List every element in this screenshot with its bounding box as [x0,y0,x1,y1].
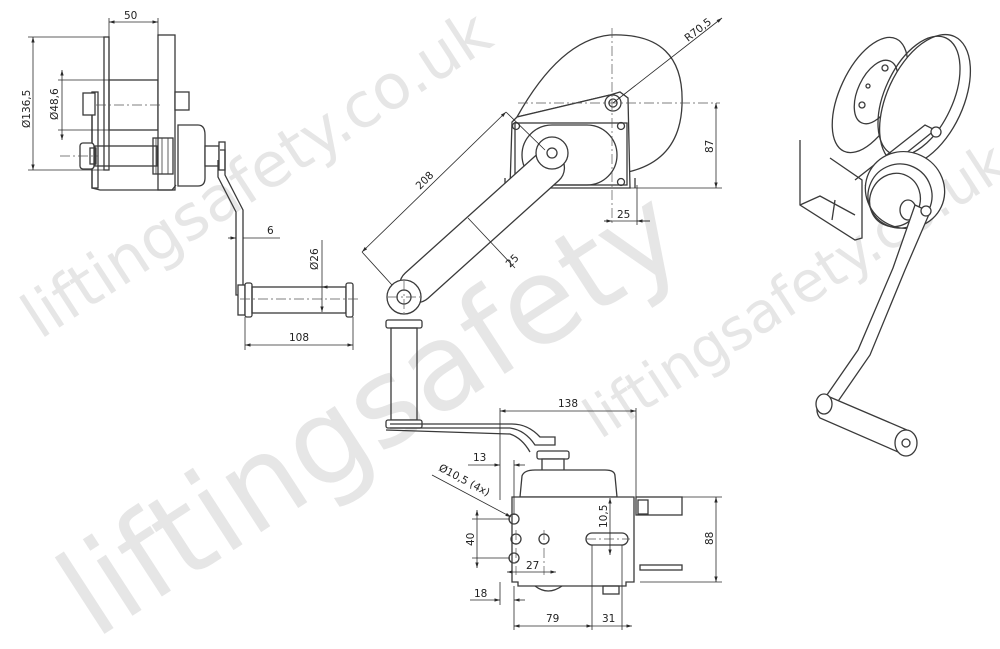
dim-slot-length: 31 [602,613,615,625]
watermark: liftingsafety liftingsafety.co.uk liftin… [8,0,1000,649]
dim-overall-length: 138 [558,398,578,410]
dim-flange-diameter: Ø136,5 [21,90,33,128]
dim-grip-diameter: Ø26 [309,248,321,270]
dim-edge-to-hole: 13 [473,452,486,464]
dim-base-to-slot: 79 [546,613,559,625]
dim-handle-offset: 6 [267,225,274,237]
dim-height: 88 [704,532,716,545]
dim-grip-length: 108 [289,332,309,344]
dim-handle-length: 208 [414,169,437,192]
dim-drum-diameter: Ø48,6 [49,88,61,120]
dim-axle-offset: 25 [617,209,630,221]
front-view: R70,5 208 25 87 25 [361,16,723,315]
dim-drum-width: 50 [124,10,137,22]
dim-flange-radius: R70,5 [682,16,714,44]
dim-edge-offset: 18 [474,588,487,600]
dim-hole-spacing-horizontal: 27 [526,560,539,572]
dim-hole-spec: Ø10,5 (4x) [437,462,492,499]
dim-hole-spacing-vertical: 40 [465,533,477,546]
dim-slot-width: 10,5 [598,505,610,528]
dim-axle-height: 87 [704,140,716,153]
side-view: 50 Ø136,5 Ø48,6 6 Ø26 108 [21,10,358,350]
isometric-view [799,33,972,457]
